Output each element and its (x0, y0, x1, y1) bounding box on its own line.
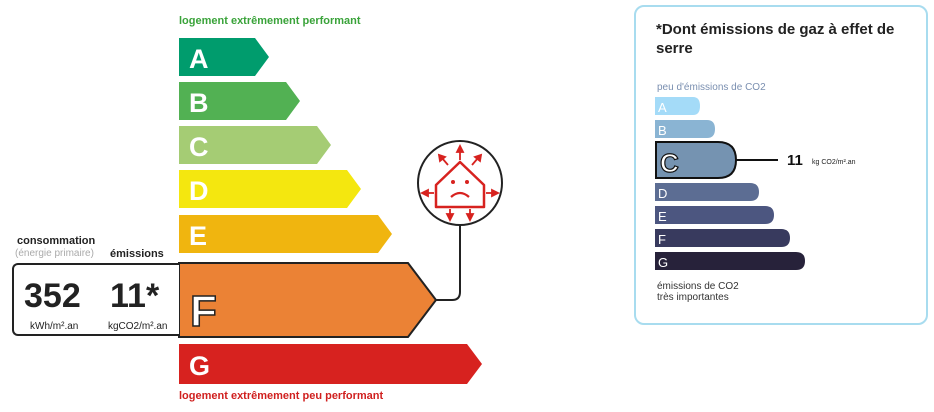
dpe-bar-b: B (179, 82, 300, 120)
ges-unit: kg CO2/m².an (812, 159, 856, 166)
consumption-subheading: (énergie primaire) (15, 248, 94, 259)
consumption-value: 352 (24, 277, 81, 315)
emissions-heading: émissions (110, 248, 164, 260)
dpe-bar-letter: G (189, 351, 210, 381)
ges-bottom-label-line2: très importantes (657, 292, 729, 303)
dpe-bar-letter: B (189, 88, 209, 118)
dpe-bar-letter: D (189, 176, 209, 206)
dpe-bar-e: E (179, 215, 392, 253)
dpe-bar-letter: E (189, 221, 207, 251)
dpe-bar-letter: F (190, 287, 217, 336)
ges-title: *Dont émissions de gaz à effet de serre (656, 21, 895, 57)
ges-top-label: peu d'émissions de CO2 (657, 82, 766, 93)
consumption-heading: consommation (17, 235, 96, 247)
dpe-bar-letter: A (189, 44, 209, 74)
ges-bottom-label: émissions de CO2 très importantes (657, 281, 739, 303)
dpe-bar-d: D (179, 170, 361, 208)
dpe-bottom-label: logement extrêmement peu performant (179, 390, 384, 402)
dpe-bar-letter: C (189, 132, 209, 162)
dpe-bar-c: C (179, 126, 331, 164)
emissions-unit: kgCO2/m².an (108, 321, 168, 332)
ges-bottom-label-line1: émissions de CO2 (657, 281, 739, 292)
ges-value: 11 (787, 152, 803, 169)
consumption-unit: kWh/m².an (30, 321, 79, 332)
dpe-bar-g: G (179, 344, 482, 384)
icon-connector-line (436, 225, 461, 301)
dpe-top-label: logement extrêmement performant (179, 15, 361, 27)
house-sad-face-icon (417, 140, 503, 226)
dpe-bar-a: A (179, 38, 269, 76)
dpe-bar-f-current: F (178, 262, 438, 338)
dpe-value-box (12, 263, 179, 336)
emissions-value: 11* (110, 277, 160, 315)
